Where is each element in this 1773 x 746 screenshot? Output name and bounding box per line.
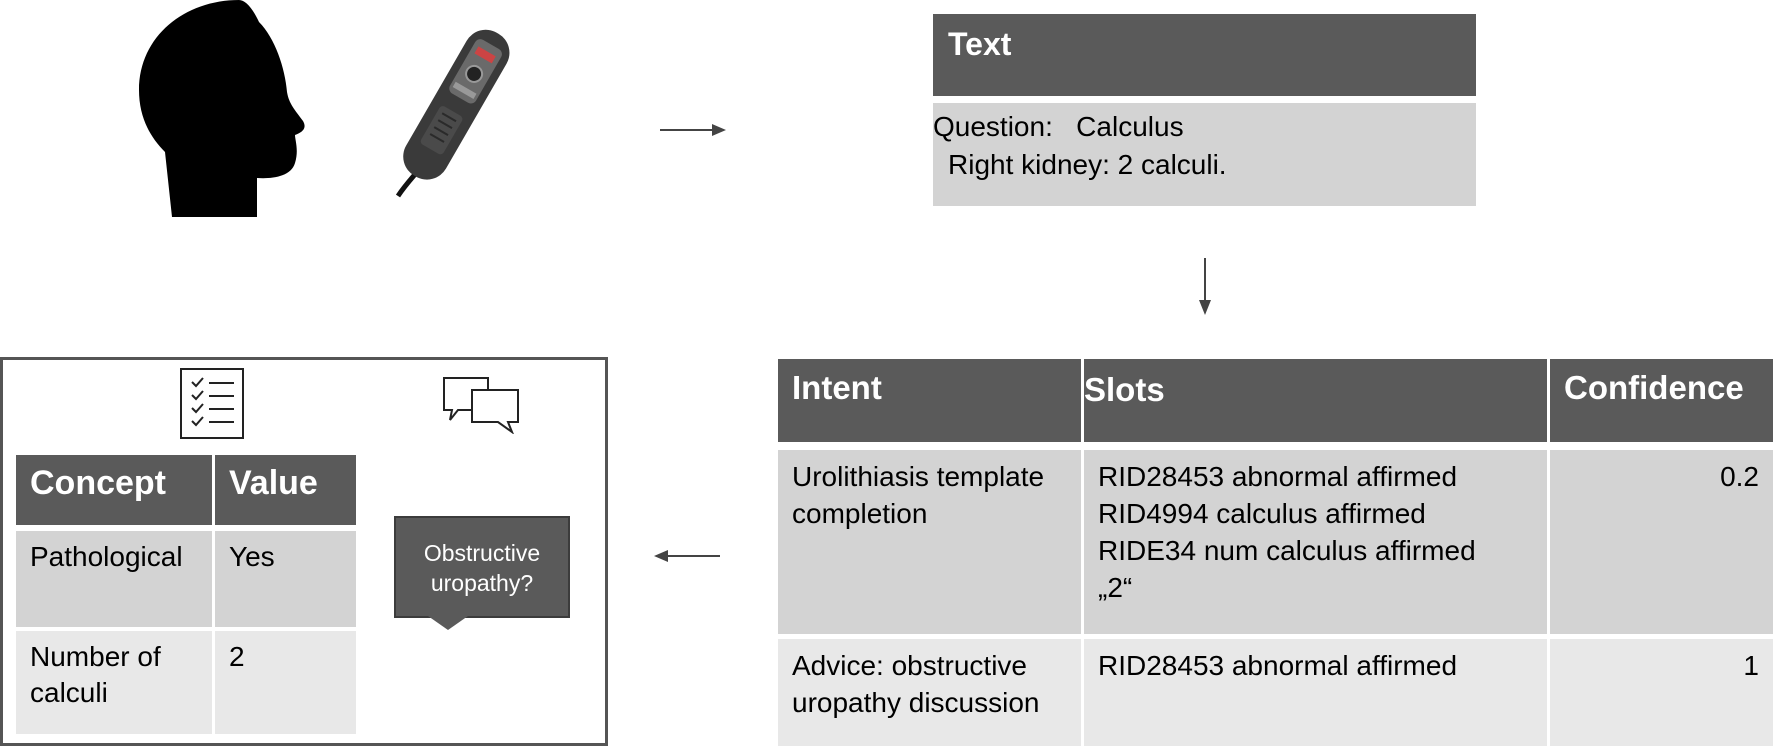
arrow-down-icon xyxy=(1199,258,1211,315)
concept-header: Concept xyxy=(16,455,212,525)
intent-text: Urolithiasis template xyxy=(792,461,1045,492)
intent-text: Advice: obstructive xyxy=(792,650,1027,681)
chat-bubbles-icon xyxy=(443,377,519,434)
intent-text: completion xyxy=(792,498,928,529)
table-row-confidence: 0.2 xyxy=(1550,450,1773,634)
text-line-question: Question: Calculus xyxy=(933,111,1184,142)
table-row-value: Yes xyxy=(215,531,356,627)
bubble-text: Obstructive xyxy=(423,540,541,566)
slot-text: RID28453 abnormal affirmed xyxy=(1098,650,1458,681)
slot-text: RIDE34 num calculus affirmed xyxy=(1098,535,1476,566)
dictation-microphone-icon xyxy=(395,29,510,198)
slot-text: RID4994 calculus affirmed xyxy=(1098,498,1426,529)
concept-text: Pathological xyxy=(30,541,183,572)
head-silhouette-icon xyxy=(139,0,305,217)
slot-text: „2“ xyxy=(1098,572,1133,603)
bubble-tail xyxy=(428,616,468,630)
table-row-concept: Pathological xyxy=(16,531,212,627)
table-row-concept: Number of calculi xyxy=(16,631,212,734)
intent-header: Intent xyxy=(778,359,1081,442)
concept-text: Number of xyxy=(30,641,161,672)
slot-text: RID28453 abnormal affirmed xyxy=(1098,461,1458,492)
value-header: Value xyxy=(215,455,356,525)
table-row-value: 2 xyxy=(215,631,356,734)
concept-text: calculi xyxy=(30,677,108,708)
text-box-body: Question: Calculus Right kidney: 2 calcu… xyxy=(933,103,1476,206)
table-row-intent: Advice: obstructive uropathy discussion xyxy=(778,639,1081,746)
arrow-right-icon xyxy=(660,124,726,136)
checklist-icon xyxy=(180,368,244,439)
intent-text: uropathy discussion xyxy=(792,687,1040,718)
bubble-text: uropathy? xyxy=(430,570,534,596)
text-box-header: Text xyxy=(933,14,1476,96)
table-row-intent: Urolithiasis template completion xyxy=(778,450,1081,634)
table-row-slots: RID28453 abnormal affirmed RID4994 calcu… xyxy=(1084,450,1547,634)
confidence-header: Confidence xyxy=(1550,359,1773,442)
table-row-confidence: 1 xyxy=(1550,639,1773,746)
slots-header: Slots xyxy=(1084,359,1547,442)
text-line-finding: Right kidney: 2 calculi. xyxy=(948,149,1227,180)
advice-speech-bubble: Obstructive uropathy? xyxy=(394,516,570,618)
arrow-left-icon xyxy=(654,550,720,562)
table-row-slots: RID28453 abnormal affirmed xyxy=(1084,639,1547,746)
